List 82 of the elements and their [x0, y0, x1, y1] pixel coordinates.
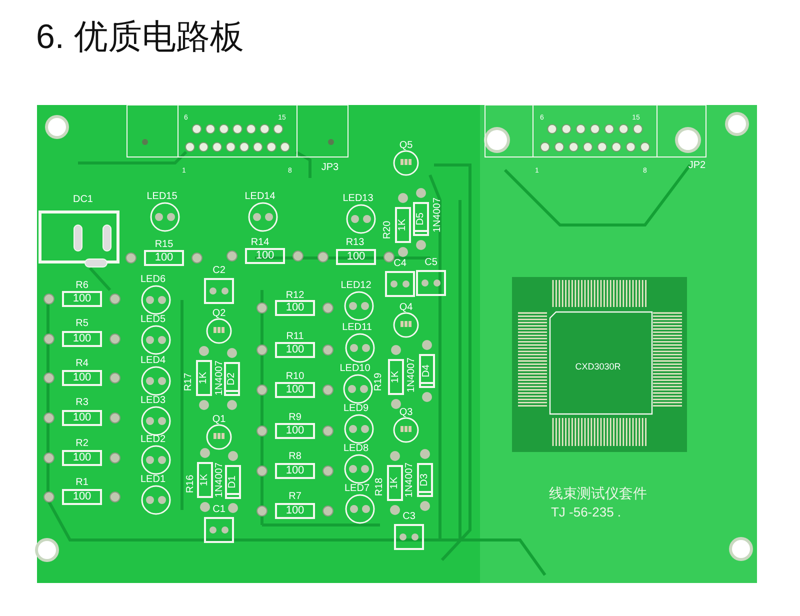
- part-label: C5: [424, 258, 438, 268]
- part-label: R7: [288, 492, 302, 502]
- part-label: 1N4007: [407, 357, 417, 393]
- part-label: LED11: [342, 323, 372, 333]
- part-label: R13: [346, 238, 364, 248]
- part-label: JP2: [688, 161, 706, 171]
- part-value: 100: [256, 250, 274, 262]
- part-label: 1N4007: [405, 462, 415, 498]
- part-label: D3: [420, 474, 430, 486]
- part-label: LED6: [140, 275, 166, 285]
- part-label: R14: [250, 238, 270, 248]
- part-value: 100: [154, 252, 174, 264]
- part-value: 100: [286, 384, 304, 396]
- part-value: 100: [346, 252, 366, 262]
- part-label: LED14: [244, 192, 276, 202]
- part-label: Q4: [399, 303, 413, 313]
- part-label: D2: [227, 372, 237, 386]
- part-label: R6: [76, 281, 88, 291]
- part-value: 100: [286, 506, 304, 516]
- part-value: 100: [72, 412, 92, 424]
- part-value: 100: [72, 372, 92, 384]
- part-label: R11: [286, 332, 304, 342]
- part-label: D1: [228, 476, 238, 488]
- part-label: R3: [76, 398, 88, 408]
- part-label: LED5: [140, 315, 166, 325]
- part-label: 1N4007: [433, 197, 443, 233]
- part-label: C2: [212, 266, 226, 276]
- part-label: D5: [416, 212, 426, 226]
- part-value: 100: [72, 492, 92, 502]
- part-label: R19: [374, 372, 384, 392]
- part-label: LED9: [344, 404, 368, 414]
- part-label: 1K: [390, 476, 400, 490]
- part-label: R17: [184, 372, 194, 392]
- part-value: 100: [286, 302, 304, 314]
- part-value: CXD3030R: [575, 362, 621, 372]
- part-value: 100: [72, 294, 92, 304]
- part-label: LED4: [140, 356, 166, 366]
- part-label: 1K: [391, 370, 401, 384]
- part-value: 100: [286, 344, 304, 356]
- part-label: R8: [288, 452, 302, 462]
- part-label: 1K: [200, 474, 210, 486]
- part-label: LED1: [140, 475, 166, 485]
- part-value: 100: [286, 466, 304, 476]
- part-label: 1N4007: [215, 462, 225, 498]
- part-label: R10: [286, 372, 304, 382]
- part-label: 1K: [398, 218, 408, 232]
- part-label: R4: [76, 359, 88, 369]
- part-label: Q2: [212, 309, 226, 319]
- part-label: R9: [288, 413, 302, 423]
- board-text: TJ -56-235 .: [550, 506, 622, 518]
- part-label: Q3: [399, 408, 413, 418]
- part-label: LED8: [344, 444, 368, 454]
- part-label: C4: [394, 259, 406, 269]
- part-label: D4: [422, 364, 432, 378]
- part-label: Q5: [399, 141, 413, 151]
- part-label: Q1: [212, 415, 226, 425]
- part-label: LED12: [340, 281, 372, 291]
- part-label: R1: [76, 478, 88, 488]
- part-label: LED10: [340, 364, 370, 374]
- part-label: R5: [76, 319, 88, 329]
- part-label: R15: [154, 240, 174, 250]
- part-label: R16: [186, 474, 196, 494]
- part-label: R18: [375, 478, 385, 496]
- part-label: C3: [402, 512, 416, 522]
- part-value: 100: [72, 334, 92, 344]
- part-label: C1: [212, 505, 226, 515]
- board-text: 线束测试仪套件: [549, 486, 647, 500]
- part-label: JP3: [321, 163, 339, 173]
- part-label: LED2: [140, 435, 166, 445]
- title: 6. 优质电路板: [36, 17, 244, 58]
- part-label: R20: [383, 220, 393, 240]
- part-label: 1N4007: [215, 360, 225, 396]
- part-label: LED15: [146, 192, 178, 202]
- part-value: 100: [286, 426, 304, 436]
- part-label: LED7: [344, 484, 370, 494]
- part-label: DC1: [73, 195, 93, 205]
- part-label: 1K: [199, 372, 209, 384]
- part-value: 100: [72, 452, 92, 464]
- part-label: R2: [76, 439, 88, 449]
- part-label: LED3: [140, 396, 166, 406]
- part-label: R12: [286, 291, 304, 301]
- part-label: LED13: [342, 194, 374, 204]
